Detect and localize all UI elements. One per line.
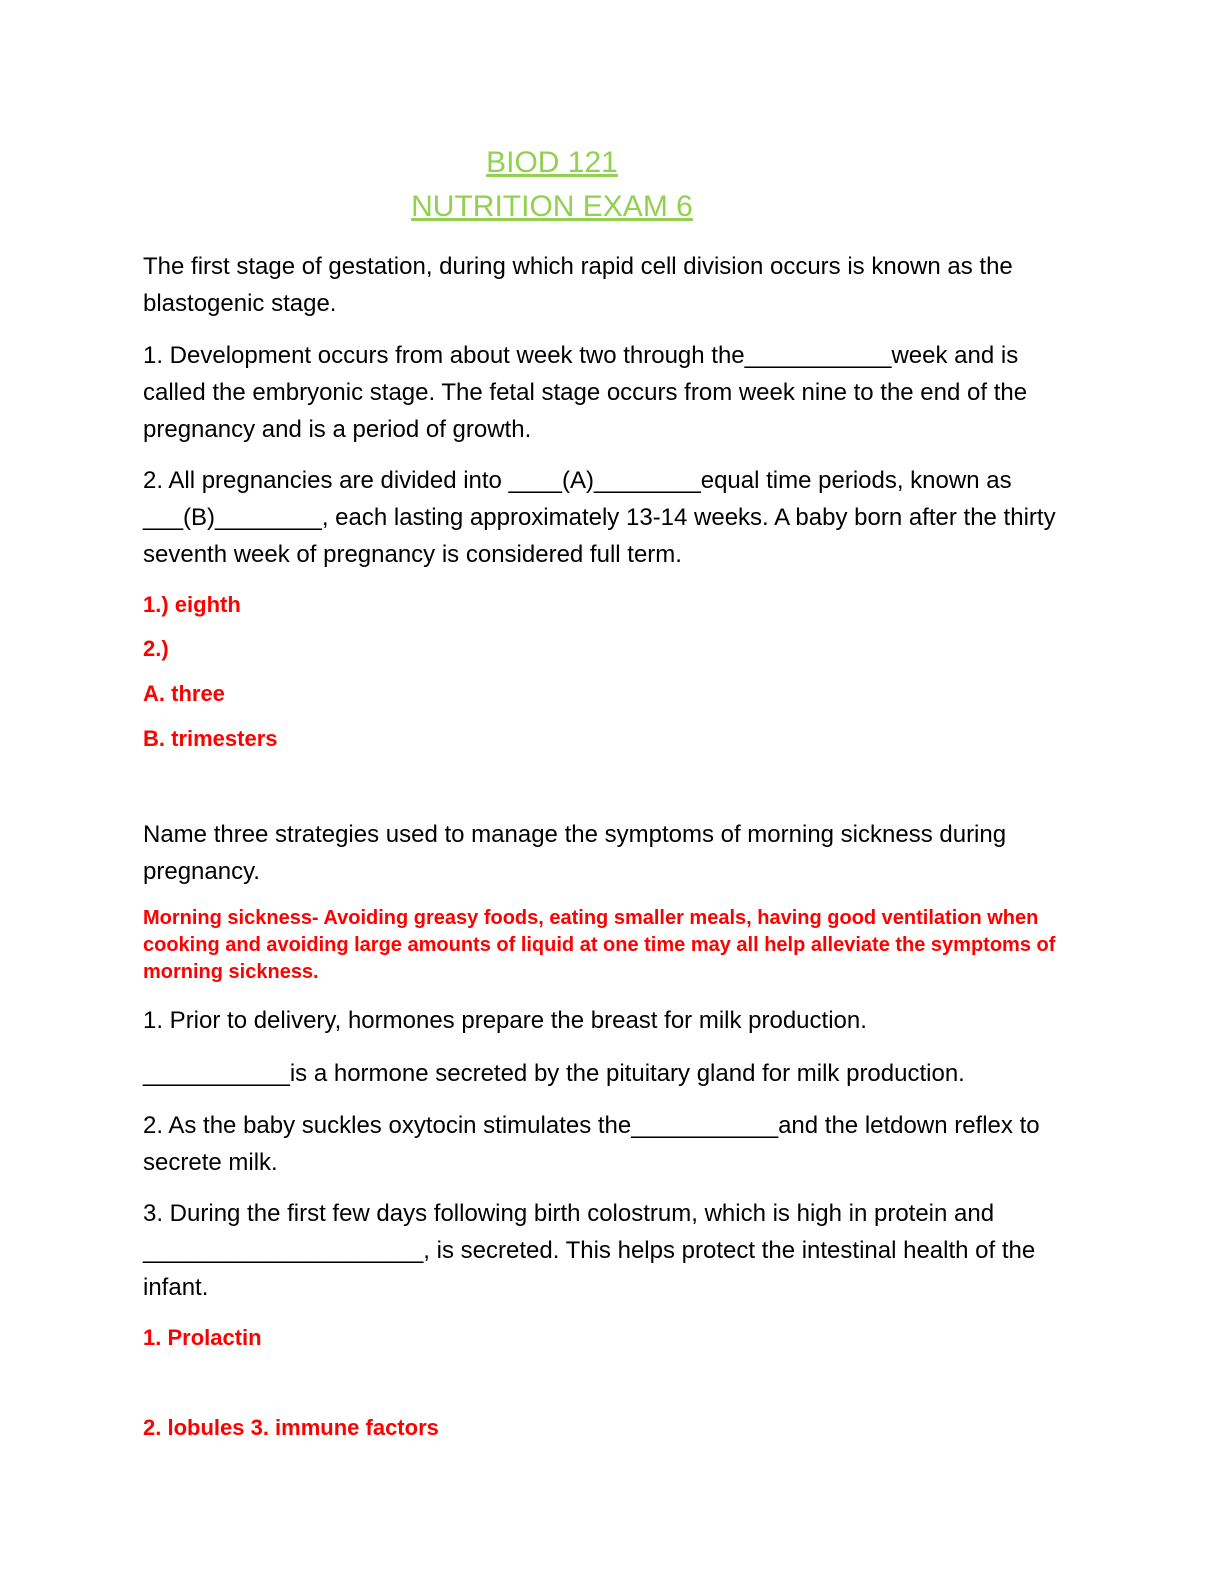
answer-2: 2.) bbox=[143, 636, 169, 661]
intro-text: The first stage of gestation, during whi… bbox=[143, 253, 1013, 317]
question-2: 2. All pregnancies are divided into ____… bbox=[143, 467, 1056, 568]
answer-1: 1.) eighth bbox=[143, 592, 241, 617]
question-6: 3. During the first few days following b… bbox=[143, 1200, 1036, 1301]
answer-3: Morning sickness- Avoiding greasy foods,… bbox=[143, 907, 1056, 983]
question-4: 1. Prior to delivery, hormones prepare t… bbox=[143, 1007, 867, 1034]
question-1: 1. Development occurs from about week tw… bbox=[143, 342, 1028, 443]
question-3: Name three strategies used to manage the… bbox=[143, 821, 1007, 885]
answer-4: 1. Prolactin bbox=[143, 1325, 262, 1350]
answer-2b: B. trimesters bbox=[143, 726, 278, 751]
question-5: 2. As the baby suckles oxytocin stimulat… bbox=[143, 1112, 1040, 1176]
answer-5: 2. lobules 3. immune factors bbox=[143, 1415, 439, 1440]
answer-2a: A. three bbox=[143, 681, 225, 706]
question-4b: ___________is a hormone secreted by the … bbox=[143, 1060, 965, 1087]
title-line-2: NUTRITION EXAM 6 bbox=[411, 190, 693, 223]
title-line-1: BIOD 121 bbox=[486, 146, 618, 179]
